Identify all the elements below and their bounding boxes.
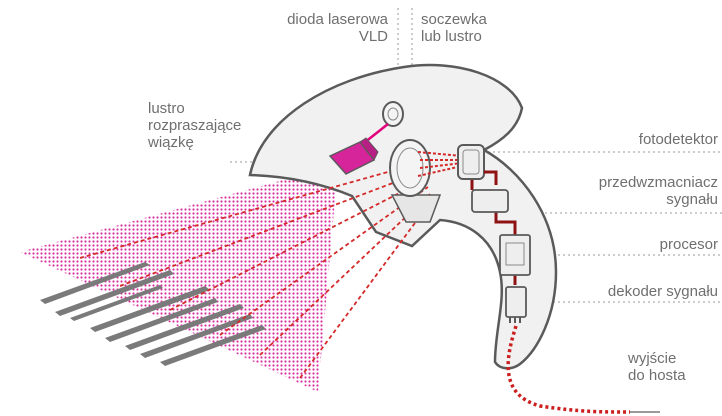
label-laser-diode-line1: dioda laserowa — [248, 11, 388, 28]
label-photodetector: fotodetektor — [560, 131, 718, 148]
label-laser-diode-line2: VLD — [248, 28, 388, 45]
label-scattering-mirror: lustro rozpraszające wiązkę — [148, 100, 278, 151]
label-processor: procesor — [580, 236, 718, 253]
laser-diode-vld — [383, 102, 403, 126]
label-lens-line1: soczewka — [421, 11, 541, 28]
label-preamplifier: przedwzmacniacz sygnału — [540, 174, 718, 208]
label-mirror-line1: lustro — [148, 100, 278, 117]
label-decoder: dekoder sygnału — [560, 283, 718, 300]
label-preamp-line2: sygnału — [540, 191, 718, 208]
label-output-line2: do hosta — [628, 367, 718, 384]
label-lens-or-mirror: soczewka lub lustro — [421, 11, 541, 45]
processor-chip — [500, 235, 530, 275]
label-mirror-line2: rozpraszające — [148, 117, 278, 134]
preamplifier — [472, 190, 508, 212]
signal-decoder — [506, 287, 526, 317]
label-mirror-line3: wiązkę — [148, 134, 278, 151]
label-output-to-host: wyjście do hosta — [628, 350, 718, 384]
label-output-line1: wyjście — [628, 350, 718, 367]
label-laser-diode: dioda laserowa VLD — [248, 11, 388, 45]
label-lens-line2: lub lustro — [421, 28, 541, 45]
label-preamp-line1: przedwzmacniacz — [540, 174, 718, 191]
